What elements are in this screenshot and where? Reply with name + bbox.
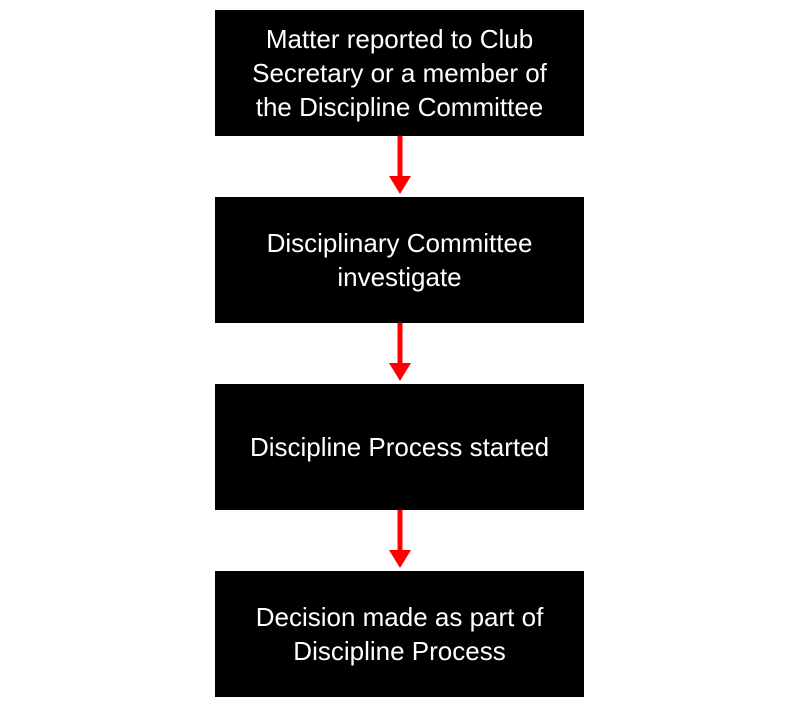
flow-step-1-label: Matter reported to Club Secretary or a m… (252, 24, 547, 122)
flow-step-4-label: Decision made as part of Discipline Proc… (255, 602, 544, 666)
flow-step-3: Discipline Process started (215, 384, 584, 510)
flow-step-4: Decision made as part of Discipline Proc… (215, 571, 584, 697)
flow-step-2: Disciplinary Committee investigate (215, 197, 584, 323)
arrow-down-icon (389, 323, 411, 381)
flow-step-1: Matter reported to Club Secretary or a m… (215, 10, 584, 136)
arrow-down-icon (389, 510, 411, 568)
arrow-down-icon (389, 136, 411, 194)
flow-step-2-label: Disciplinary Committee investigate (266, 228, 533, 292)
flow-step-3-label: Discipline Process started (249, 432, 550, 462)
